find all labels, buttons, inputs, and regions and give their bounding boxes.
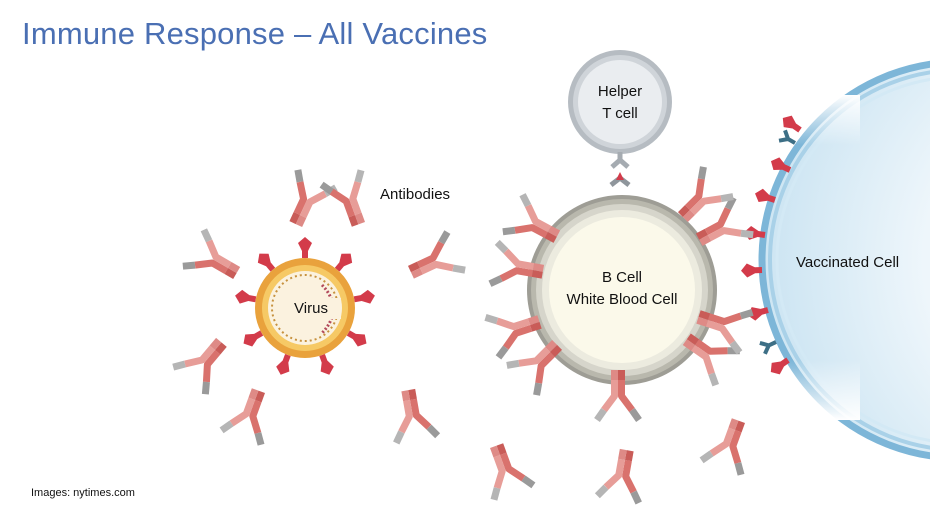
- b-cell-label-line2: White Blood Cell: [566, 291, 678, 308]
- b-cell-label-line1: B Cell: [601, 269, 642, 286]
- vaccinated-cell: [740, 60, 930, 460]
- receptor-icon: [778, 129, 796, 145]
- b-cell: [527, 195, 717, 385]
- receptor-icon: [759, 340, 777, 355]
- free-antibodies: [477, 413, 758, 503]
- helper-t-cell-label-line1: Helper: [597, 83, 643, 100]
- antibodies-label: Antibodies: [380, 186, 451, 203]
- image-credit: Images: nytimes.com: [31, 487, 135, 499]
- vaccinated-cell-label: Vaccinated Cell: [796, 254, 900, 271]
- virus-label: Virus: [281, 298, 341, 319]
- helper-t-cell: [568, 50, 672, 187]
- page-title: Immune Response – All Vaccines: [22, 16, 488, 51]
- helper-t-cell-label-line2: T cell: [602, 105, 638, 122]
